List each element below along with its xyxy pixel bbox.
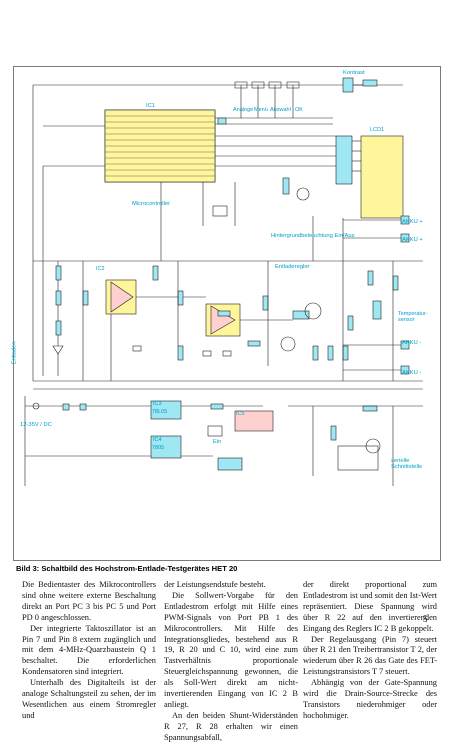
label-temperatursensor: Temperatur- sensor bbox=[398, 311, 428, 323]
label-analoge: Analoge bbox=[233, 107, 254, 113]
col2-paragraph: An den beiden Shunt-Widerständen R 27, R… bbox=[164, 710, 298, 742]
label-ic2: IC2 bbox=[96, 266, 105, 272]
label-entladen: Entladen bbox=[11, 341, 18, 365]
col3-paragraph: Der Regelausgang (Pin 7) steuert über R … bbox=[303, 634, 437, 677]
col3-paragraph: Abhängig von der Gate-Spannung wird die … bbox=[303, 678, 437, 720]
label-ic4: IC4 bbox=[153, 437, 162, 443]
label-entladeregler: Entladeregler bbox=[275, 264, 310, 270]
label-supply: 12-35V / DC bbox=[20, 422, 52, 428]
circuit-schematic bbox=[13, 66, 441, 561]
figure-caption: Bild 3: Schaltbild des Hochstrom-Entlade… bbox=[16, 564, 238, 573]
label-hintergrund: Hintergrundbeleuchtung Ein/Aus bbox=[271, 233, 355, 239]
label-ein: Ein bbox=[213, 439, 222, 445]
text-column-2: der Leistungsendstufe besteht. Die Sollw… bbox=[164, 580, 298, 744]
col3-paragraph: der direkt proportional zum Entladestrom… bbox=[303, 580, 437, 633]
label-akku-minus-2: AKKU - bbox=[402, 370, 422, 376]
label-ic1: IC1 bbox=[146, 103, 156, 109]
label-akku-minus: AKKU - bbox=[402, 340, 422, 346]
col2-paragraph: der Leistungsendstufe besteht. bbox=[164, 580, 266, 589]
col1-paragraph: Unterhalb des Digitalteils ist der analo… bbox=[22, 678, 156, 720]
label-kontrast: Kontrast bbox=[343, 70, 365, 76]
col1-paragraph: Die Bedientaster des Mikrocontrollers si… bbox=[22, 580, 156, 622]
col1-paragraph: Der integrierte Taktoszillator ist an Pi… bbox=[22, 623, 156, 677]
label-ok: OK bbox=[295, 107, 303, 113]
label-ic4-part: 7805 bbox=[152, 445, 165, 451]
label-menu: Menü bbox=[254, 107, 268, 113]
label-ic3-part: 78L05 bbox=[152, 409, 168, 415]
page-number: 5 bbox=[423, 614, 428, 624]
label-serielle: serielle Schnittstelle bbox=[391, 458, 423, 470]
label-microcontroller: Microcontroller bbox=[132, 201, 171, 207]
col2-paragraph: Die Sollwert-Vorgabe für den Entladestro… bbox=[164, 590, 298, 709]
text-column-3: der direkt proportional zum Entladestrom… bbox=[303, 580, 437, 722]
label-auswahl: Auswahl bbox=[270, 107, 291, 113]
text-column-1: Die Bedientaster des Mikrocontrollers si… bbox=[22, 580, 156, 722]
label-lcd: LCD1 bbox=[370, 127, 385, 133]
label-ic3: IC3 bbox=[153, 401, 162, 407]
label-akku-plus: AKKU + bbox=[402, 237, 423, 243]
label-ic5: IC5 bbox=[236, 411, 245, 417]
label-akku-plus-top: AKKU + bbox=[402, 219, 423, 225]
